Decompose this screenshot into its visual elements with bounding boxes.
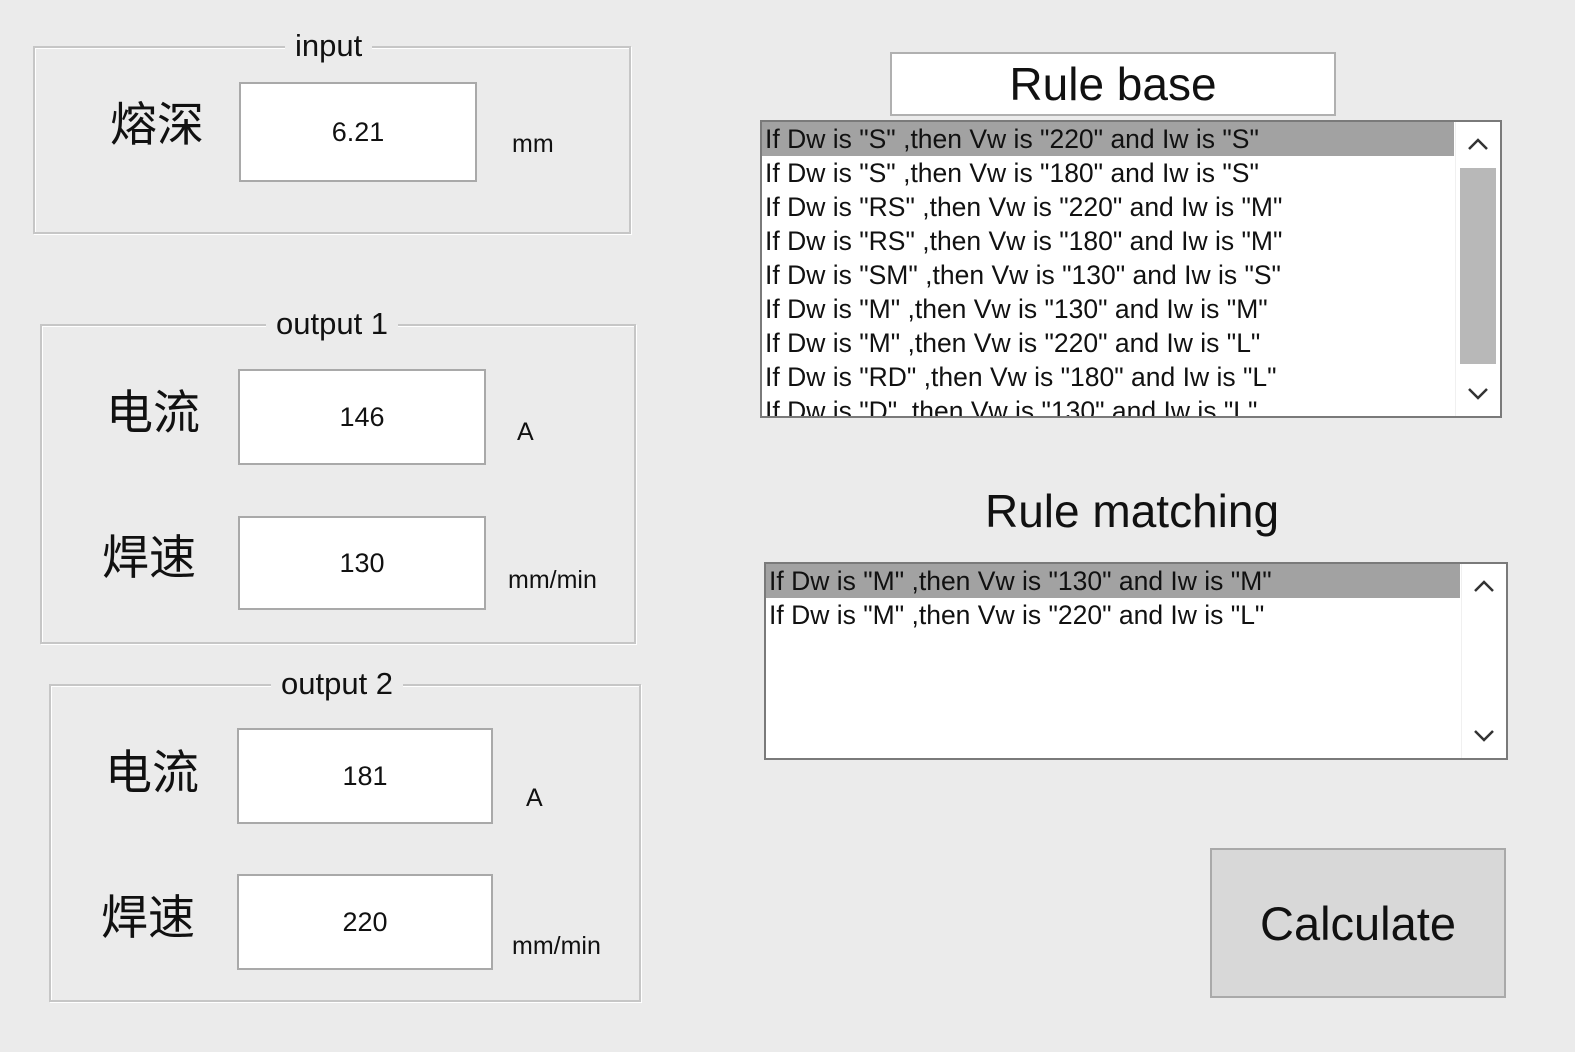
- output2-speed-unit: mm/min: [512, 932, 601, 960]
- list-item[interactable]: If Dw is "S" ,then Vw is "220" and Iw is…: [762, 122, 1454, 156]
- list-item[interactable]: If Dw is "RS" ,then Vw is "220" and Iw i…: [765, 192, 1283, 222]
- rule-base-items: If Dw is "S" ,then Vw is "220" and Iw is…: [762, 122, 1454, 416]
- output1-current-label: 电流: [106, 386, 200, 441]
- output1-current-field[interactable]: 146: [238, 369, 486, 465]
- depth-unit: mm: [512, 130, 554, 158]
- rule-matching-listbox[interactable]: If Dw is "M" ,then Vw is "130" and Iw is…: [764, 562, 1508, 760]
- depth-label: 熔深: [110, 98, 204, 153]
- rule-base-scrollbar[interactable]: [1455, 122, 1500, 416]
- rule-matching-items: If Dw is "M" ,then Vw is "130" and Iw is…: [766, 564, 1460, 758]
- rule-matching-scrollbar[interactable]: [1461, 564, 1506, 758]
- list-item[interactable]: If Dw is "M" ,then Vw is "220" and Iw is…: [765, 328, 1261, 358]
- chevron-down-icon[interactable]: [1456, 372, 1500, 416]
- list-item[interactable]: If Dw is "M" ,then Vw is "130" and Iw is…: [765, 294, 1268, 324]
- rule-matching-title: Rule matching: [985, 485, 1280, 537]
- output1-speed-field[interactable]: 130: [238, 516, 486, 610]
- list-item[interactable]: If Dw is "S" ,then Vw is "180" and Iw is…: [765, 158, 1259, 188]
- input-group: input 熔深 6.21 mm: [33, 26, 631, 234]
- output2-current-field[interactable]: 181: [237, 728, 493, 824]
- output1-speed-unit: mm/min: [508, 566, 597, 594]
- calculate-button[interactable]: Calculate: [1210, 848, 1506, 998]
- output2-speed-field[interactable]: 220: [237, 874, 493, 970]
- output1-group-title: output 1: [266, 304, 399, 344]
- rule-base-scroll-thumb[interactable]: [1460, 168, 1496, 364]
- list-item[interactable]: If Dw is "SM" ,then Vw is "130" and Iw i…: [765, 260, 1281, 290]
- output2-group-title: output 2: [271, 664, 404, 704]
- chevron-up-icon[interactable]: [1462, 564, 1506, 608]
- output1-current-unit: A: [517, 418, 534, 446]
- output1-speed-label: 焊速: [102, 531, 196, 586]
- list-item[interactable]: If Dw is "M" ,then Vw is "220" and Iw is…: [769, 600, 1265, 630]
- output2-current-unit: A: [526, 784, 543, 812]
- output2-speed-label: 焊速: [101, 891, 195, 946]
- list-item[interactable]: If Dw is "D" ,then Vw is "130" and Iw is…: [765, 396, 1258, 416]
- output2-group: output 2 电流 181 A 焊速 220 mm/min: [49, 664, 641, 1002]
- input-group-title: input: [285, 26, 373, 66]
- list-item[interactable]: If Dw is "M" ,then Vw is "130" and Iw is…: [766, 564, 1460, 598]
- rule-base-listbox[interactable]: If Dw is "S" ,then Vw is "220" and Iw is…: [760, 120, 1502, 418]
- rule-base-title: Rule base: [890, 52, 1336, 116]
- depth-field[interactable]: 6.21: [239, 82, 477, 182]
- list-item[interactable]: If Dw is "RD" ,then Vw is "180" and Iw i…: [765, 362, 1277, 392]
- output1-group: output 1 电流 146 A 焊速 130 mm/min: [40, 304, 636, 644]
- list-item[interactable]: If Dw is "RS" ,then Vw is "180" and Iw i…: [765, 226, 1283, 256]
- chevron-down-icon[interactable]: [1462, 714, 1506, 758]
- output2-current-label: 电流: [105, 746, 199, 801]
- chevron-up-icon[interactable]: [1456, 122, 1500, 166]
